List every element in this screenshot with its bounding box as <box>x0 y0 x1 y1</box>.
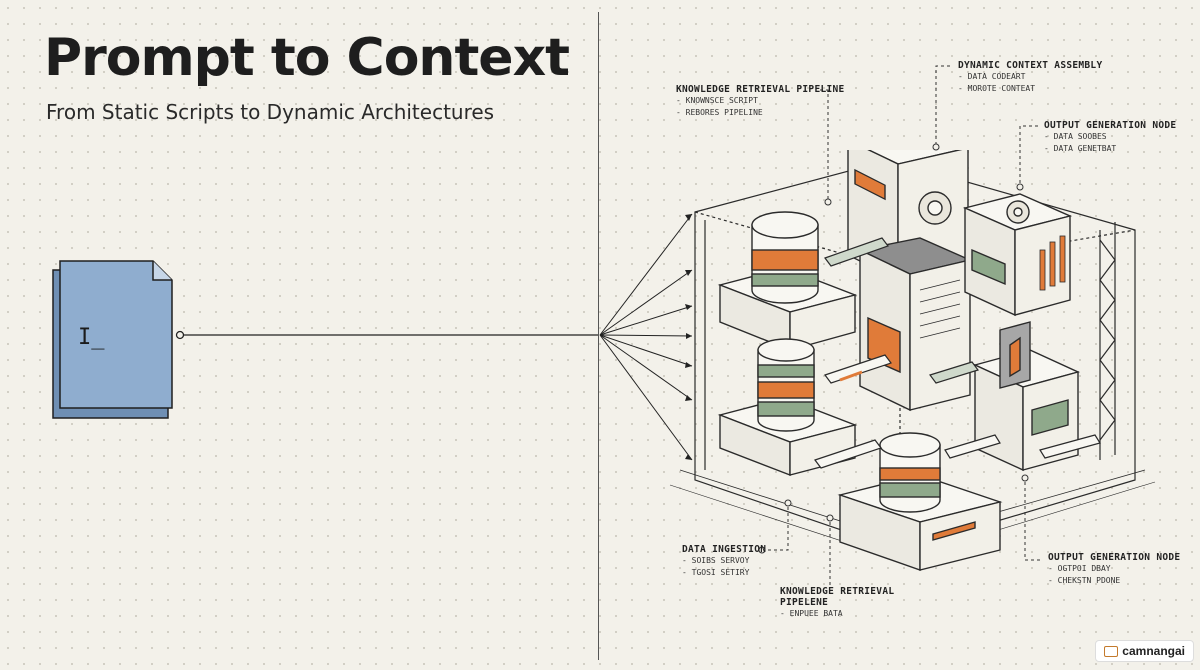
brand-logo-icon <box>1104 645 1119 657</box>
middle-building <box>857 237 973 412</box>
connector-lines <box>175 213 693 461</box>
label-dynamic-context-assembly: DYNAMIC CONTEXT ASSEMBLY - DATA CODEART … <box>958 60 1103 93</box>
output-node-lower <box>972 321 1081 472</box>
label-knowledge-retrieval-top: KNOWLEDGE RETRIEVAL PIPELINE - KNOWNSCE … <box>676 84 845 117</box>
label-knowledge-retrieval-bottom: KNOWLEDGE RETRIEVAL PIPELENE - ENPUEE BA… <box>780 586 895 618</box>
output-node <box>962 193 1073 317</box>
architecture-illustration <box>669 150 1156 571</box>
database-cylinder-center <box>837 432 1003 571</box>
database-cylinder-top <box>717 211 858 352</box>
document-icon: I_ <box>52 260 173 419</box>
database-cylinder-bottom <box>717 338 858 477</box>
brand-badge[interactable]: camnangai <box>1095 640 1194 662</box>
conveyor-belts <box>814 237 1101 469</box>
page-title: Prompt to Context <box>44 28 570 88</box>
scaffold-tower <box>1099 222 1116 460</box>
cursor-text: I_ <box>78 325 105 350</box>
brand-name: camnangai <box>1122 644 1185 658</box>
label-data-ingestion: DATA INGESTION - SOIBS SERVOY - TGOSI SE… <box>682 544 767 577</box>
label-output-generation-top: OUTPUT GENERATION NODE - DATA SOOBES - D… <box>1044 120 1177 153</box>
label-output-generation-bottom: OUTPUT GENERATION NODE - OGTPOI DBAY - C… <box>1048 552 1181 585</box>
page-subtitle: From Static Scripts to Dynamic Architect… <box>46 100 495 124</box>
vertical-divider <box>598 12 599 660</box>
